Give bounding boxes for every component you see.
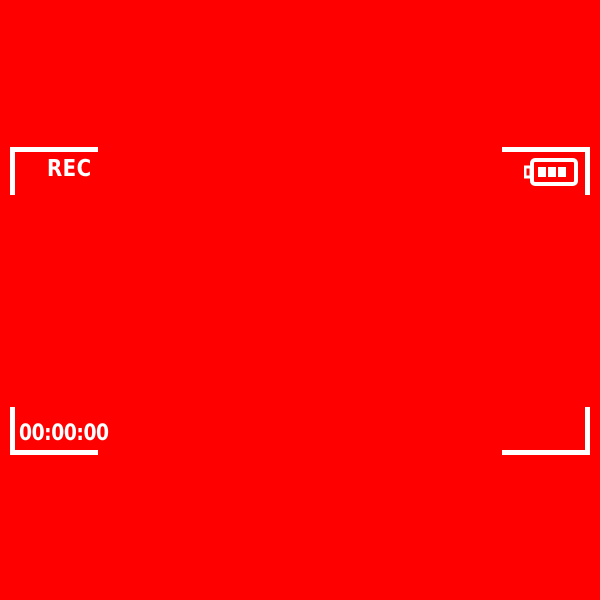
rec-status-label: REC bbox=[47, 156, 92, 182]
battery-icon bbox=[524, 156, 578, 188]
recording-timecode: 00:00:00 bbox=[19, 421, 109, 446]
corner-bracket-bottom-right-icon bbox=[502, 407, 590, 455]
